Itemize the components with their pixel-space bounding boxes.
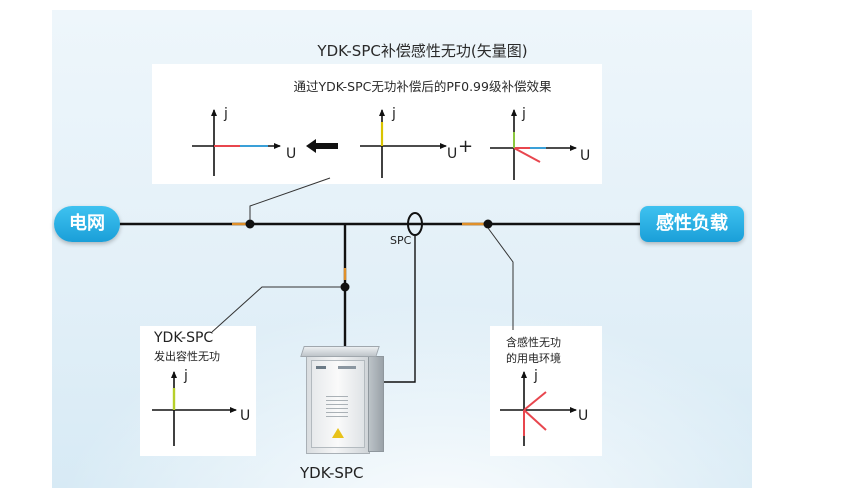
vector-diagram-3: [490, 109, 577, 180]
device-caption-line1: YDK-SPC: [154, 330, 214, 346]
vector-diagram-2: [360, 109, 447, 178]
vector-diagram-device: [152, 371, 237, 446]
device-label: YDK-SPC: [300, 464, 364, 482]
axis-j-load: j: [534, 368, 538, 384]
warning-icon: [332, 428, 344, 438]
diagram-title: YDK-SPC补偿感性无功(矢量图): [317, 42, 528, 60]
axis-u-3: U: [580, 148, 591, 164]
vector-diagram-load: [500, 371, 577, 446]
load-label: 感性负载: [640, 206, 744, 242]
plus-sign: +: [458, 136, 474, 157]
vector-panel-top: [152, 64, 602, 184]
axis-j-2: j: [392, 106, 396, 122]
equals-arrow: [306, 139, 338, 153]
spc-sensor: [407, 212, 423, 236]
ydk-spc-cabinet-image: [298, 344, 388, 456]
axis-j-1: j: [224, 106, 228, 122]
load-caption-line1: 含感性无功: [506, 336, 561, 349]
device-caption-line2: 发出容性无功: [154, 350, 220, 363]
leader-top: [249, 177, 331, 220]
axis-j-device: j: [184, 368, 188, 384]
leader-load: [487, 227, 514, 330]
vector-panel-device: [140, 326, 256, 456]
node-grid: [245, 219, 255, 229]
axis-j-3: j: [522, 106, 526, 122]
axis-u-device: U: [240, 408, 251, 424]
node-device: [340, 282, 350, 292]
leader-device: [211, 286, 341, 333]
spc-label: SPC: [390, 234, 412, 247]
grid-label: 电网: [54, 206, 120, 242]
vector-panel-load: [490, 326, 602, 456]
vector-diagram-1: [192, 109, 281, 176]
diagram-subtitle: 通过YDK-SPC无功补偿后的PF0.99级补偿效果: [293, 79, 552, 94]
axis-u-1: U: [286, 146, 297, 162]
node-load: [483, 219, 493, 229]
spc-signal-line: [384, 236, 416, 383]
axis-u-2: U: [447, 146, 458, 162]
axis-u-load: U: [578, 408, 589, 424]
load-caption-line2: 的用电环境: [506, 352, 561, 365]
